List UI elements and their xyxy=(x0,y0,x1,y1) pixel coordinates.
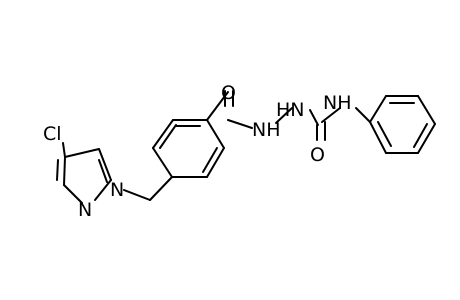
phenyl-ring xyxy=(369,95,436,154)
bond xyxy=(98,148,112,181)
bond xyxy=(149,176,173,201)
atom-label-nh: NH xyxy=(252,119,281,141)
bond xyxy=(159,124,177,149)
bond xyxy=(64,148,100,158)
atom-label-hn: HN xyxy=(276,99,305,121)
bond xyxy=(369,95,387,123)
bond xyxy=(309,109,319,126)
bond xyxy=(206,147,225,178)
bond xyxy=(94,179,112,201)
atom-label-o: O xyxy=(310,144,325,166)
bond xyxy=(227,119,253,129)
bond xyxy=(123,189,151,201)
bond xyxy=(206,119,225,149)
atom-label-n: N xyxy=(78,199,92,221)
atom-label-nh: NH xyxy=(323,92,352,114)
bond xyxy=(202,147,218,173)
bond xyxy=(417,123,436,154)
atom-label-n: N xyxy=(110,179,124,201)
bond xyxy=(152,119,174,149)
atom-label-cl: Cl xyxy=(43,123,62,145)
bond xyxy=(377,121,392,147)
bond xyxy=(321,107,341,123)
bond xyxy=(98,159,108,183)
bond xyxy=(56,159,59,181)
bond xyxy=(417,95,436,125)
bond xyxy=(62,142,66,158)
pyrazole-ring xyxy=(56,142,112,204)
benzene-ring-central xyxy=(152,119,225,178)
bond xyxy=(63,184,83,204)
bond xyxy=(275,107,293,124)
atom-label-o: O xyxy=(221,82,236,104)
bond xyxy=(152,147,173,178)
bond xyxy=(63,156,66,186)
bond xyxy=(355,107,371,123)
bond xyxy=(369,121,387,154)
bond xyxy=(413,123,428,148)
